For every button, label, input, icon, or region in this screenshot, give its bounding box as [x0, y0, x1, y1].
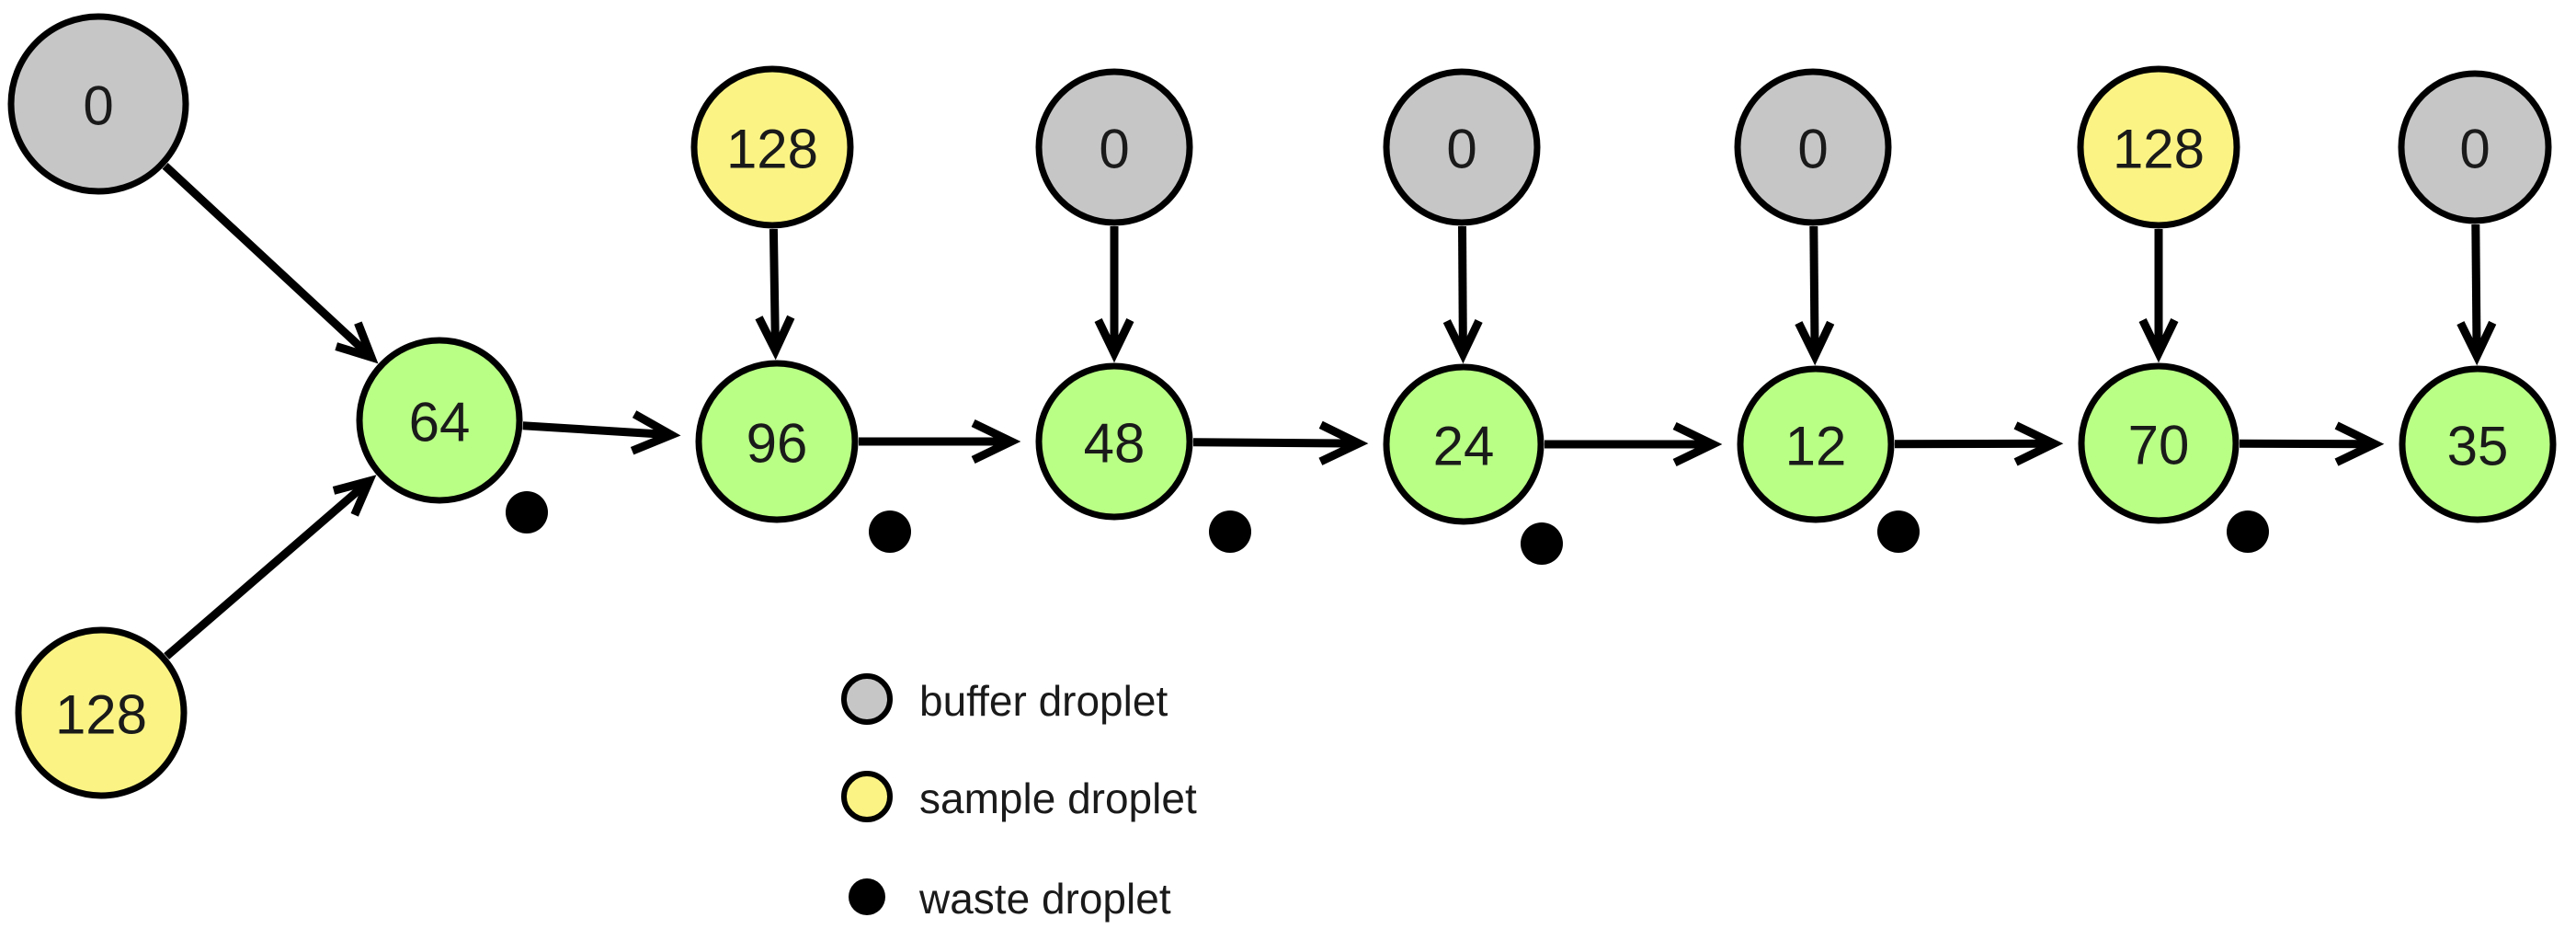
mix-droplet-node-m3[interactable]: 24: [1383, 363, 1544, 525]
droplet-mix-circle[interactable]: [356, 337, 523, 504]
buffer-droplet-swatch-icon: [841, 673, 893, 725]
edge-m0-to-m1: [522, 410, 681, 455]
droplet-value-label: 0: [1797, 119, 1828, 180]
legend-buffer: buffer droplet: [841, 673, 1168, 725]
edge-m3-to-m4: [1544, 421, 1723, 467]
arrow-head: [755, 315, 795, 361]
edge-in0-to-m0: [162, 163, 379, 364]
mix-droplet-node-m2[interactable]: 48: [1035, 362, 1193, 521]
nodes-layer: 0 128 0 0 0 128 0 128 64 96 48 24 12 70 35: [7, 13, 2557, 799]
legend-waste: waste droplet: [849, 875, 1171, 923]
legend-sample: sample droplet: [841, 771, 1197, 822]
waste-droplet-dot[interactable]: [1521, 522, 1563, 565]
arrow-head: [630, 410, 681, 455]
arrow-head: [1318, 420, 1369, 465]
waste-droplet-dot[interactable]: [869, 510, 911, 553]
edge-in1-to-m1: [755, 228, 795, 361]
edge-in3-to-m3: [1442, 225, 1483, 364]
edge-in2-to-m2: [1094, 226, 1134, 363]
mix-droplet-node-m0[interactable]: 64: [356, 337, 523, 504]
input-droplet-node-in4[interactable]: 0: [1734, 68, 1892, 226]
droplet-mix-circle[interactable]: [1383, 363, 1544, 525]
droplet-value-label: 70: [2128, 415, 2190, 476]
legend: buffer droplet sample droplet waste drople…: [841, 673, 1197, 923]
edge-m2-to-m3: [1192, 420, 1369, 465]
droplet-value-label: 0: [83, 75, 113, 137]
droplet-value-label: 128: [726, 119, 818, 180]
droplet-buffer-circle[interactable]: [7, 13, 189, 195]
input-droplet-node-in0[interactable]: 0: [7, 13, 189, 195]
mix-droplet-node-m5[interactable]: 70: [2078, 362, 2240, 524]
input-droplet-node-in6[interactable]: 0: [2398, 70, 2552, 224]
sample-droplet-swatch-icon: [841, 771, 893, 822]
arrow-head: [2334, 421, 2385, 466]
droplet-value-label: 12: [1785, 416, 1847, 477]
droplet-value-label: 64: [409, 392, 471, 453]
edge-in7-to-m0: [164, 475, 377, 660]
mix-droplet-node-m6[interactable]: 35: [2399, 365, 2557, 523]
droplet-value-label: 128: [2113, 119, 2205, 180]
edge-in5-to-m5: [2138, 229, 2179, 363]
legend-label: buffer droplet: [919, 677, 1168, 725]
droplet-sample-circle[interactable]: [2077, 65, 2240, 229]
arrow-head: [1094, 318, 1134, 363]
input-droplet-node-in7[interactable]: 128: [15, 626, 188, 799]
droplet-buffer-circle[interactable]: [2398, 70, 2552, 224]
waste-droplet-dot[interactable]: [1877, 510, 1920, 553]
arrow-head: [1442, 318, 1483, 364]
waste-droplet-dot[interactable]: [506, 491, 548, 533]
arrow-head: [2456, 320, 2497, 366]
arrow-head: [2013, 421, 2064, 466]
droplet-value-label: 0: [1099, 119, 1129, 180]
mix-droplet-node-m1[interactable]: 96: [695, 360, 859, 523]
waste-dots-layer: [506, 491, 2269, 565]
input-droplet-node-in2[interactable]: 0: [1035, 68, 1193, 226]
input-droplet-node-in3[interactable]: 0: [1383, 68, 1541, 226]
edge-m4-to-m5: [1894, 421, 2064, 466]
waste-droplet-swatch-icon: [849, 878, 885, 915]
edge-m5-to-m6: [2239, 421, 2385, 466]
droplet-mix-circle[interactable]: [695, 360, 859, 523]
input-droplet-node-in5[interactable]: 128: [2077, 65, 2240, 229]
arrow-head: [332, 475, 377, 517]
arrow-head: [1672, 421, 1723, 467]
droplet-mix-circle[interactable]: [2399, 365, 2557, 523]
droplet-mix-circle[interactable]: [1035, 362, 1193, 521]
arrow-head: [2138, 318, 2179, 363]
mix-droplet-node-m4[interactable]: 12: [1737, 365, 1895, 523]
edges-layer: [162, 163, 2497, 660]
waste-droplet-dot[interactable]: [2227, 510, 2269, 553]
legend-label: waste droplet: [918, 875, 1171, 923]
droplet-mix-circle[interactable]: [2078, 362, 2240, 524]
edge-m1-to-m2: [859, 419, 1021, 465]
edge-in4-to-m4: [1795, 225, 1835, 366]
droplet-value-label: 0: [2459, 119, 2490, 180]
arrow-head: [335, 321, 379, 364]
droplet-mix-circle[interactable]: [1737, 365, 1895, 523]
droplet-buffer-circle[interactable]: [1734, 68, 1892, 226]
droplet-buffer-circle[interactable]: [1035, 68, 1193, 226]
edge-in6-to-m6: [2456, 224, 2497, 366]
droplet-value-label: 0: [1446, 119, 1476, 180]
arrow-head: [1795, 320, 1835, 366]
droplet-value-label: 24: [1433, 416, 1495, 477]
legend-label: sample droplet: [919, 774, 1197, 822]
waste-droplet-dot[interactable]: [1209, 510, 1251, 553]
droplet-buffer-circle[interactable]: [1383, 68, 1541, 226]
droplet-sample-circle[interactable]: [690, 65, 854, 229]
droplet-sample-circle[interactable]: [15, 626, 188, 799]
droplet-value-label: 128: [55, 684, 147, 746]
arrow-head: [971, 419, 1021, 465]
droplet-value-label: 96: [747, 413, 808, 475]
droplet-value-label: 48: [1084, 413, 1146, 475]
droplet-value-label: 35: [2447, 416, 2509, 477]
input-droplet-node-in1[interactable]: 128: [690, 65, 854, 229]
